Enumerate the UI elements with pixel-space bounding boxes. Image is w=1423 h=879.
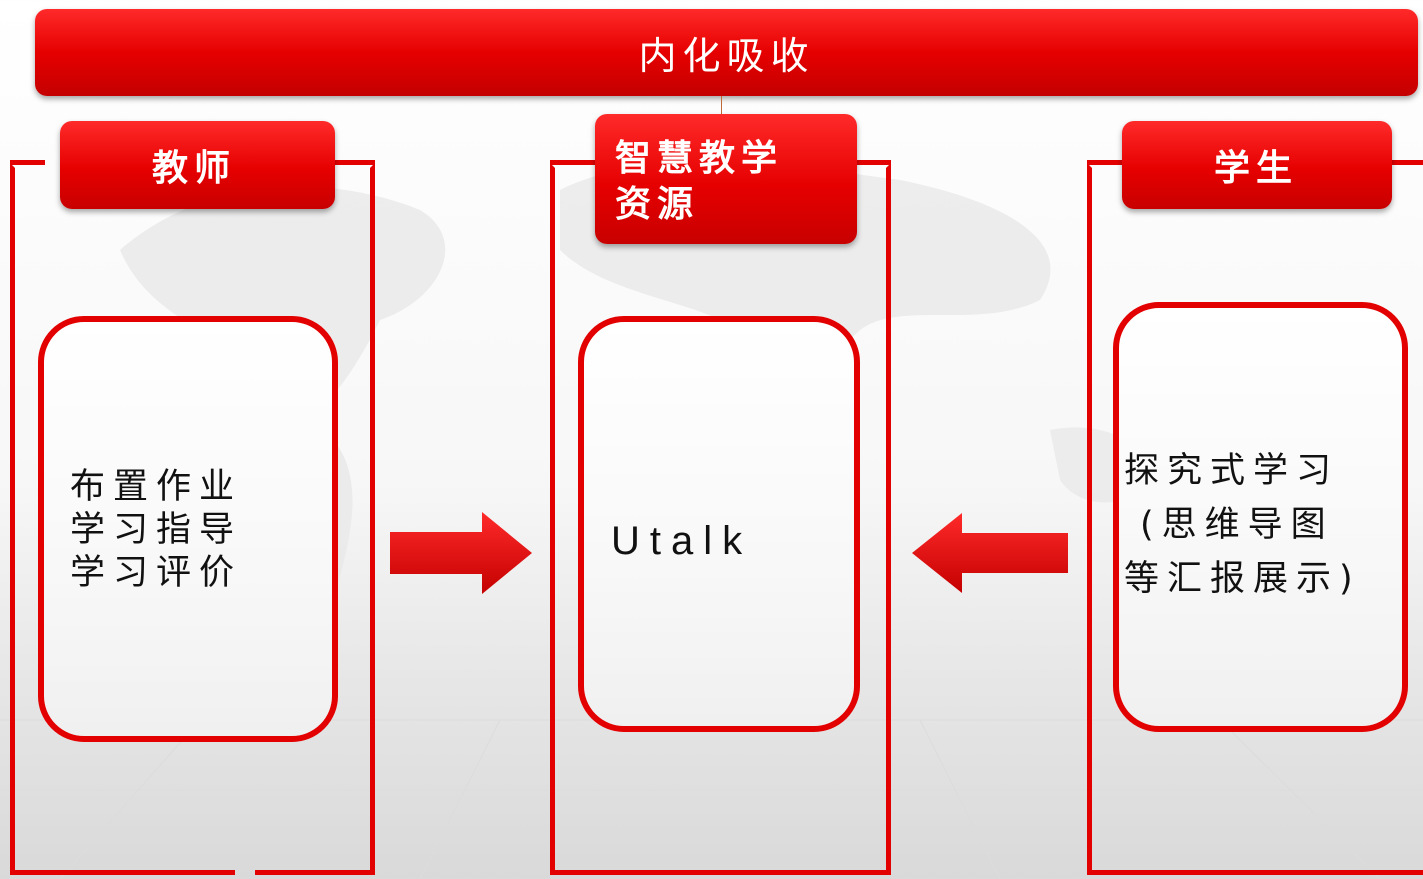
student-frame-top-right (1392, 160, 1423, 165)
teacher-frame-bottom-right (255, 870, 375, 875)
resource-card (578, 316, 860, 732)
student-tab: 学生 (1122, 121, 1392, 209)
student-line-inquiry: 探究式学习 (1124, 451, 1340, 491)
teacher-tab-label: 教师 (152, 148, 237, 189)
arrow-right-icon (390, 512, 532, 594)
teacher-item-assign-homework: 布置作业 (70, 467, 243, 507)
teacher-frame-top-left (10, 160, 45, 165)
teacher-frame-bottom-left (10, 870, 235, 875)
banner-title: 内化吸收 (638, 34, 815, 78)
student-frame-top-left (1087, 160, 1122, 165)
student-panel-frame (1087, 163, 1423, 875)
resource-tab: 智慧教学 资源 (595, 114, 857, 244)
resource-frame-top-left (550, 160, 595, 165)
teacher-item-study-guidance: 学习指导 (70, 510, 243, 550)
arrow-left-icon (912, 513, 1068, 593)
resource-tab-line2: 资源 (615, 184, 700, 225)
resource-tab-line1: 智慧教学 (615, 138, 784, 179)
student-line-presentation: 等汇报展示) (1124, 559, 1361, 599)
teacher-frame-top-right (335, 160, 375, 165)
teacher-card (38, 316, 338, 742)
resource-frame-top-right (855, 160, 891, 165)
teacher-tab: 教师 (60, 121, 335, 209)
teacher-panel-frame (10, 163, 375, 875)
student-line-mindmap: (思维导图 (1140, 505, 1334, 545)
resource-content: Utalk (611, 519, 753, 563)
teacher-item-list: 布置作业 学习指导 学习评价 (70, 466, 242, 595)
banner-internalize: 内化吸收 (35, 9, 1418, 96)
teacher-item-study-evaluation: 学习评价 (70, 553, 243, 593)
student-tab-label: 学生 (1214, 148, 1299, 189)
resource-panel-frame (550, 163, 891, 875)
student-content: 探究式学习 (思维导图 等汇报展示) (1124, 444, 1361, 606)
student-card (1113, 302, 1408, 732)
banner-connector-line (721, 96, 722, 116)
